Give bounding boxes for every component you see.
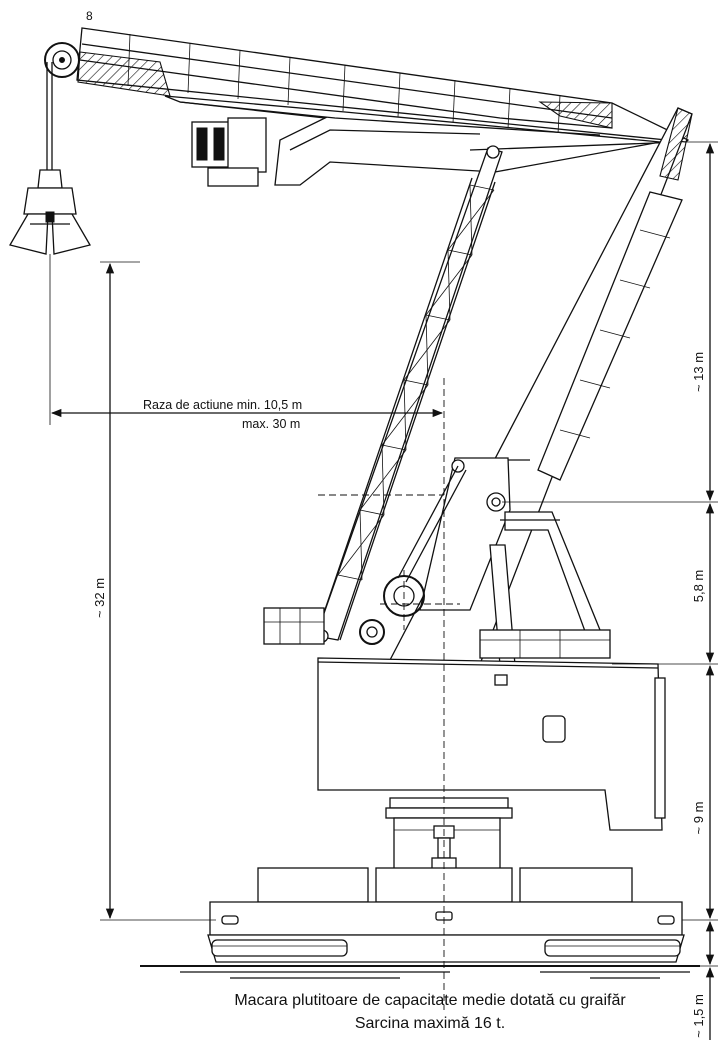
caption-line-1: Macara plutitoare de capacitate medie do…	[234, 992, 626, 1009]
caption-line-2: Sarcina maximă 16 t.	[354, 1015, 506, 1032]
height-15-label: ~ 1,5 m	[691, 994, 706, 1038]
a-frame-support	[479, 511, 611, 666]
radius-min-label: Raza de actiune min. 10,5 m	[143, 398, 302, 412]
dimension-lines	[49, 141, 718, 1040]
svg-text:8: 8	[86, 9, 93, 23]
center-lines	[318, 378, 460, 1010]
height-58-label: 5,8 m	[691, 570, 706, 603]
pontoon	[207, 867, 685, 963]
waterline	[140, 965, 700, 979]
height-32-label: ~ 32 m	[92, 578, 107, 618]
operator-cabin	[191, 117, 267, 187]
sheave-pulley: 8	[44, 9, 93, 78]
radius-max-label: max. 30 m	[242, 417, 300, 431]
height-9-label: ~ 9 m	[691, 802, 706, 835]
lattice-boom	[263, 145, 503, 645]
grab-bucket	[9, 62, 91, 255]
jib	[76, 27, 690, 187]
height-13-label: ~ 13 m	[691, 352, 706, 392]
